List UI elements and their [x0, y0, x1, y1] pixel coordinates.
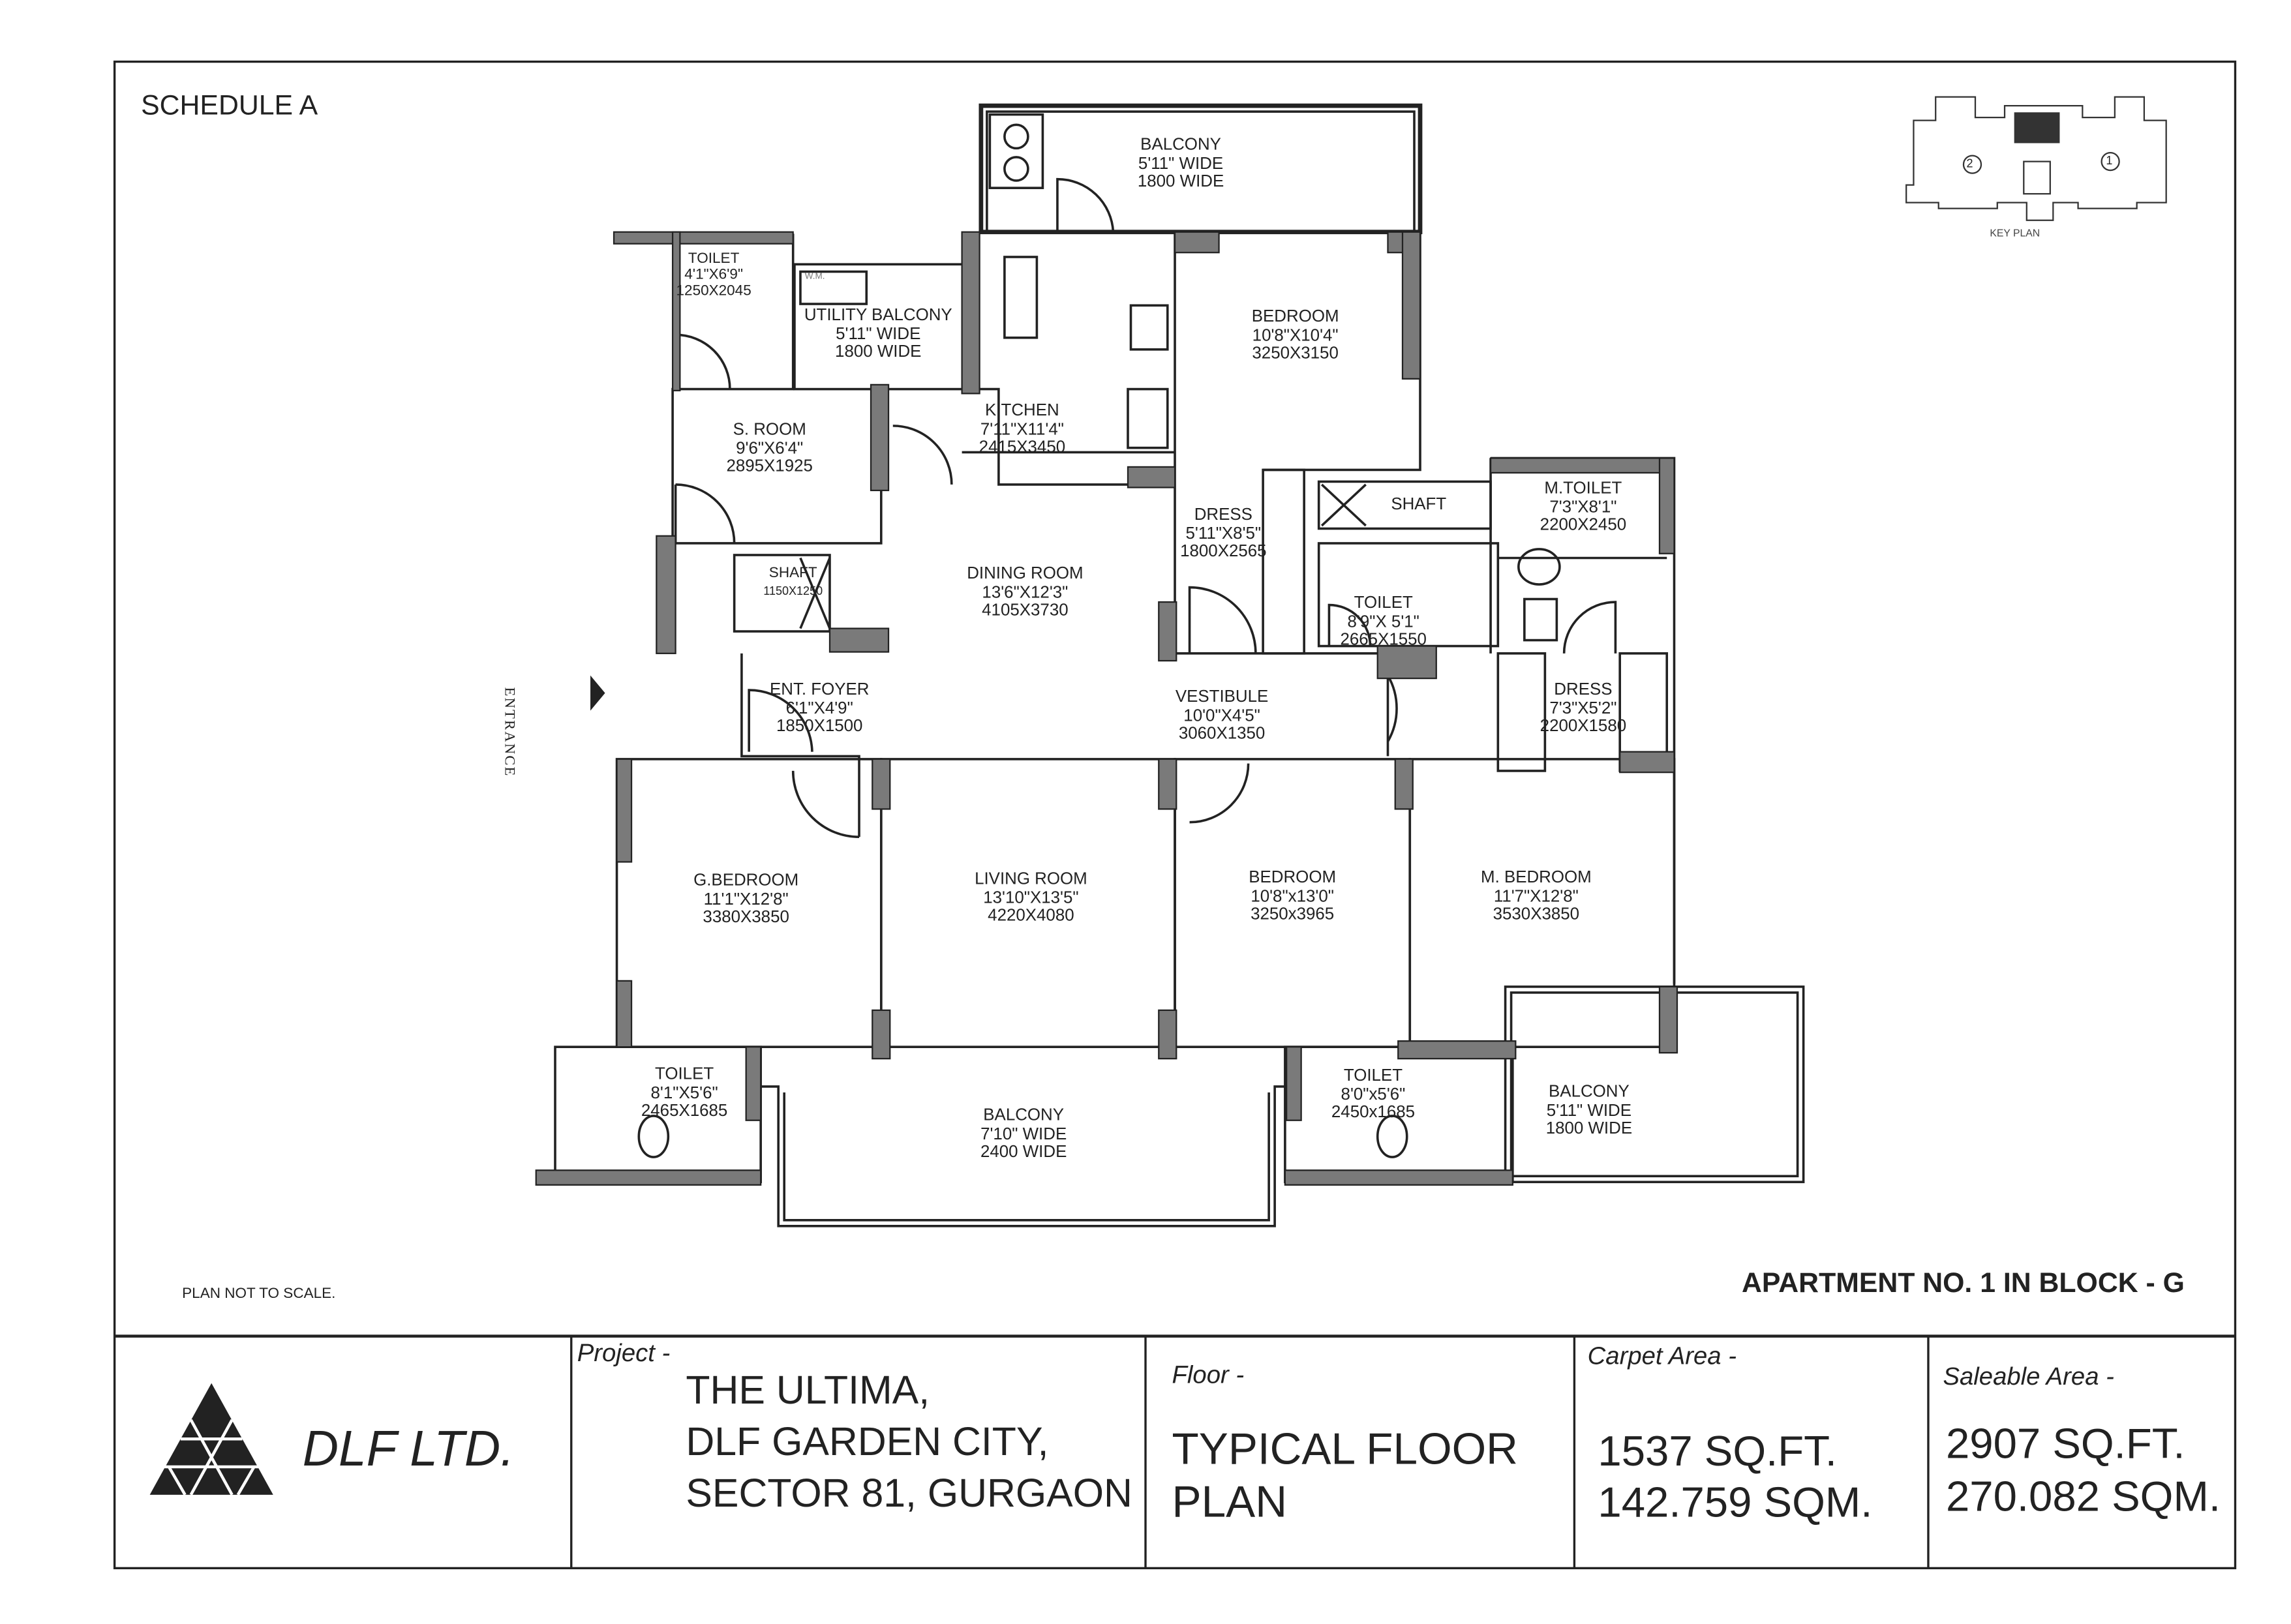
project-label: Project - — [577, 1339, 671, 1367]
sheet-border — [113, 60, 2237, 1570]
carpet-area-value: 1537 SQ.FT.142.759 SQM. — [1598, 1428, 1873, 1527]
floor-label: Floor - — [1172, 1361, 1245, 1389]
entrance-arrow-icon — [590, 675, 605, 711]
scale-note: PLAN NOT TO SCALE. — [182, 1286, 336, 1302]
wall-columns — [535, 231, 1678, 1186]
key-plan-unit-2: 2 — [1966, 157, 1973, 171]
saleable-area-label: Saleable Area - — [1943, 1362, 2114, 1391]
dlf-logo-icon — [149, 1383, 273, 1496]
company-name: DLF LTD. — [302, 1421, 515, 1477]
carpet-area-label: Carpet Area - — [1587, 1342, 1737, 1370]
key-plan-label: KEY PLAN — [1990, 229, 2041, 239]
apartment-label: APARTMENT NO. 1 IN BLOCK - G — [1742, 1269, 2185, 1300]
entrance-label: ENTRANCE — [500, 687, 517, 777]
project-value: THE ULTIMA,DLF GARDEN CITY,SECTOR 81, GU… — [686, 1368, 1132, 1516]
schedule-label: SCHEDULE A — [141, 91, 318, 122]
saleable-area-value: 2907 SQ.FT.270.082 SQM. — [1945, 1421, 2221, 1522]
washing-machine-label: W.M. — [804, 273, 825, 282]
key-plan-unit-1: 1 — [2106, 154, 2113, 168]
key-plan-icon — [1905, 96, 2167, 221]
room-shaft-right: SHAFT — [1391, 496, 1447, 514]
